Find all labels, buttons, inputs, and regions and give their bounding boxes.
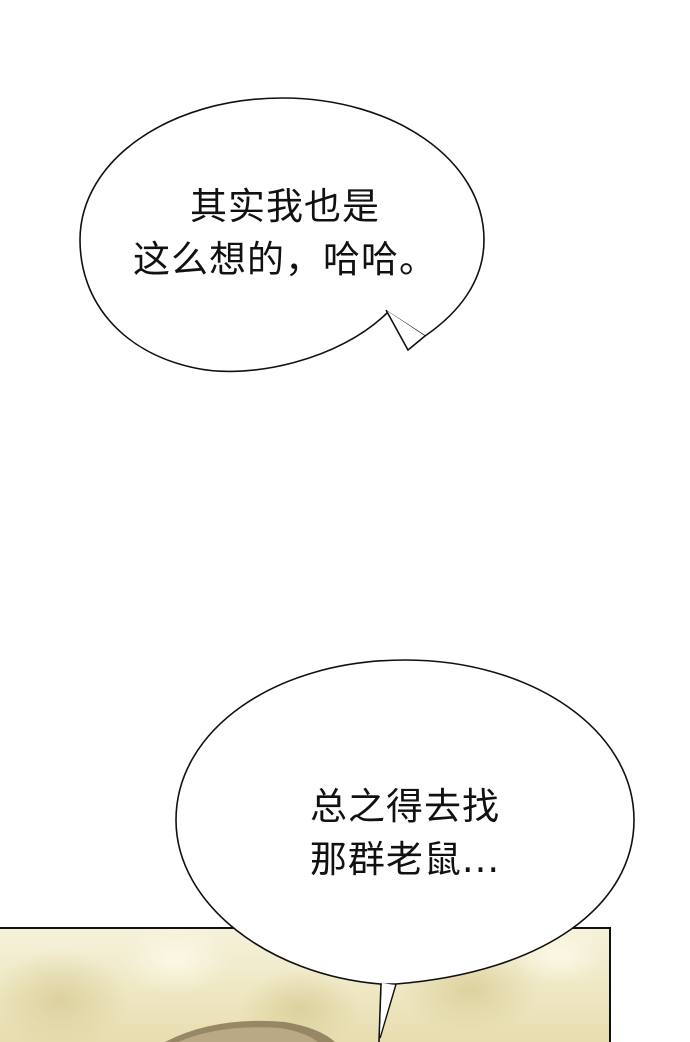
scene-panel-border xyxy=(0,927,611,1042)
scene-figure-head-highlight xyxy=(178,1027,318,1042)
speech-bubble-2-line-1: 总之得去找 xyxy=(310,785,500,828)
speech-bubble-2-shape xyxy=(175,659,635,985)
speech-bubble-1-tail xyxy=(385,309,426,352)
speech-bubble-2-tail-fill xyxy=(380,983,395,1036)
speech-bubble-1-text: 其实我也是 这么想的，哈哈。 xyxy=(100,180,470,286)
speech-bubble-1-line-1: 其实我也是 xyxy=(190,185,380,228)
speech-bubble-1-shape xyxy=(79,97,485,373)
speech-bubble-2-text: 总之得去找 那群老鼠... xyxy=(250,780,560,886)
scene-blur-1 xyxy=(0,950,130,1042)
speech-bubble-1-line-2: 这么想的，哈哈。 xyxy=(133,238,437,281)
speech-bubble-2-line-2: 那群老鼠... xyxy=(309,838,501,881)
speech-bubble-2-tail xyxy=(378,983,397,1042)
scene-blur-2 xyxy=(120,925,230,995)
